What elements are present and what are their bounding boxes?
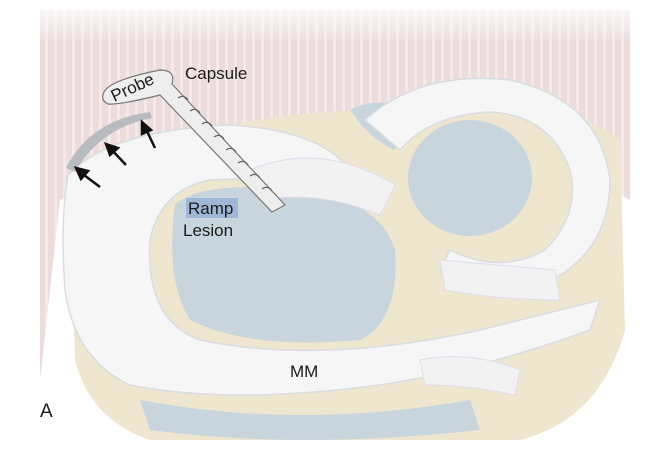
panel-label: A — [40, 401, 53, 422]
lateral-cartilage — [408, 120, 532, 236]
ramp-lesion-edge — [66, 112, 152, 172]
probe — [102, 69, 286, 213]
capsule-label: Capsule — [185, 64, 248, 83]
arrow-icon — [140, 119, 157, 149]
arrow-icon — [73, 166, 101, 188]
lateral-root-fibers — [439, 259, 561, 301]
medial-cartilage — [172, 187, 396, 343]
lesion-label: Lesion — [183, 221, 234, 240]
anterior-root-fibers — [419, 356, 521, 396]
arrows — [73, 119, 157, 188]
ramp-highlight — [186, 198, 238, 218]
anterior-cartilage — [140, 400, 480, 440]
mm-label: MM — [290, 362, 319, 381]
posterior-root-fibers — [249, 157, 396, 216]
ramp-label: Ramp — [188, 199, 234, 218]
arrow-icon — [103, 141, 127, 166]
